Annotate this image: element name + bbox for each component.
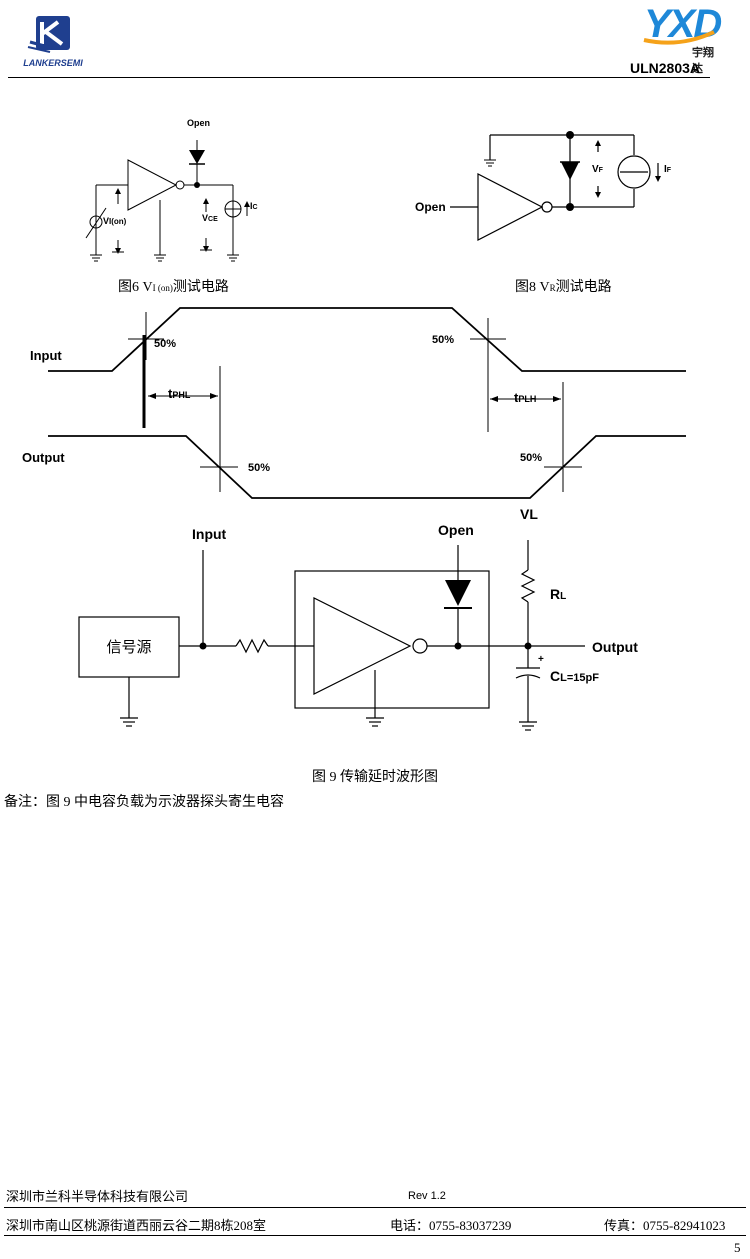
fig6-inverter-bubble bbox=[175, 180, 185, 190]
fig8-vf-subscript: F bbox=[598, 167, 603, 174]
fig9-cl-label: CL=15pF bbox=[550, 668, 599, 684]
fig6-vce-symbol: V bbox=[202, 213, 209, 223]
fig9-cl-subscript: L=15pF bbox=[560, 672, 599, 684]
note: 备注：图 9 中电容负载为示波器探头寄生电容 bbox=[4, 795, 284, 810]
pct-label-output-fall: 50% bbox=[248, 462, 271, 474]
fig9-input-label: Input bbox=[192, 526, 227, 542]
fig9-rl-symbol: R bbox=[550, 586, 561, 602]
tphl-subscript: PHL bbox=[172, 390, 191, 400]
fig9-inverter-bubble bbox=[412, 638, 428, 654]
lankersemi-logo-text: LANKERSEMI bbox=[23, 58, 83, 68]
fig8-caption-sub: R bbox=[549, 283, 556, 293]
timing-diagram bbox=[48, 307, 686, 499]
fig6-caption: 图6 VI (on)测试电路 bbox=[118, 276, 229, 296]
fig8-inverter bbox=[477, 173, 544, 241]
fig9-rl-subscript: L bbox=[560, 591, 567, 602]
header: LANKERSEMI YXD 宇翔达 ULN2803A bbox=[0, 0, 750, 80]
fig6-ic-label: IC bbox=[250, 201, 258, 211]
fig9-open-label: Open bbox=[438, 522, 474, 538]
fig6-vi-symbol: V bbox=[103, 216, 110, 226]
fig6-vce-subscript: CE bbox=[208, 216, 218, 223]
pct-label-output-rise: 50% bbox=[520, 452, 543, 464]
signal-source-label: 信号源 bbox=[106, 640, 152, 656]
fig8-inverter-bubble bbox=[541, 201, 553, 213]
fig6-vi-label: VI(on) bbox=[103, 216, 126, 226]
pct-label-input-rise: 50% bbox=[432, 334, 455, 346]
header-rule bbox=[8, 77, 710, 78]
yxd-logo-letters: YXD bbox=[644, 2, 722, 46]
fig8-open-label: Open bbox=[415, 200, 446, 214]
fig9-cap-plus: + bbox=[538, 654, 544, 665]
fig8-caption: 图8 VR测试电路 bbox=[515, 276, 612, 296]
fig8-if-symbol: I bbox=[664, 164, 667, 175]
series-resistor bbox=[235, 638, 269, 654]
fig8-caption-prefix: 图8 V bbox=[515, 280, 550, 295]
fig9-caption: 图 9 传输延时波形图 bbox=[312, 770, 438, 785]
footer-address: 深圳市南山区桃源街道西丽云谷二期8栋208室 bbox=[6, 1218, 267, 1233]
yxd-logo-cn: 宇翔达 bbox=[692, 47, 714, 75]
footer-rule-bottom bbox=[4, 1235, 746, 1236]
fig9-output-label: Output bbox=[592, 639, 638, 655]
fig8-if-subscript: F bbox=[666, 167, 672, 174]
tphl-label: tPHL bbox=[168, 386, 190, 401]
tplh-subscript: PLH bbox=[518, 394, 537, 404]
fig8-caption-suffix: 测试电路 bbox=[555, 280, 612, 295]
footer-rev: Rev 1.2 bbox=[408, 1190, 446, 1202]
fig9-vl-label: VL bbox=[520, 506, 538, 522]
footer-company: 深圳市兰科半导体科技有限公司 bbox=[6, 1189, 189, 1204]
fig6-ic-symbol: I bbox=[250, 201, 253, 211]
fig6-vi-subscript: I(on) bbox=[109, 217, 127, 226]
part-number: ULN2803A bbox=[630, 60, 701, 76]
fig9-inverter bbox=[313, 597, 412, 695]
fig6-circuit bbox=[85, 140, 250, 262]
pct-label-input-fall: 50% bbox=[154, 338, 177, 350]
fig9-circuit bbox=[78, 540, 585, 731]
timing-output-label: Output bbox=[22, 450, 65, 465]
fig6-caption-sub: I (on) bbox=[152, 283, 173, 293]
fig8-circuit bbox=[450, 131, 661, 241]
fig8-vf-symbol: V bbox=[592, 164, 599, 175]
timing-input-label: Input bbox=[30, 348, 62, 363]
fig6-caption-suffix: 测试电路 bbox=[172, 280, 229, 295]
fig8-vf-label: VF bbox=[592, 164, 603, 175]
fig9-cl-symbol: C bbox=[550, 668, 561, 684]
fig8-if-label: IF bbox=[664, 164, 671, 175]
tphl-t: t bbox=[168, 386, 173, 401]
page-number: 5 bbox=[734, 1240, 741, 1255]
tplh-label: tPLH bbox=[514, 390, 536, 405]
yxd-logo: YXD 宇翔达 bbox=[640, 2, 722, 75]
footer-fax: 传真：0755-82941023 bbox=[604, 1218, 726, 1233]
fig6-caption-prefix: 图6 V bbox=[118, 280, 153, 295]
fig6-vce-label: VCE bbox=[202, 213, 218, 223]
input-waveform bbox=[48, 307, 686, 372]
fig9-rl-label: RL bbox=[550, 586, 566, 602]
load-resistor bbox=[520, 569, 536, 603]
fig6-open-label: Open bbox=[187, 118, 211, 128]
tplh-t: t bbox=[514, 390, 519, 405]
footer-phone: 电话：0755-83037239 bbox=[390, 1218, 512, 1233]
fig6-inverter bbox=[127, 159, 178, 211]
footer-rule-top bbox=[4, 1207, 746, 1208]
fig6-ic-subscript: C bbox=[252, 204, 258, 211]
lankersemi-logo: LANKERSEMI bbox=[22, 14, 84, 72]
driver-box bbox=[294, 570, 490, 709]
output-waveform bbox=[48, 435, 686, 499]
